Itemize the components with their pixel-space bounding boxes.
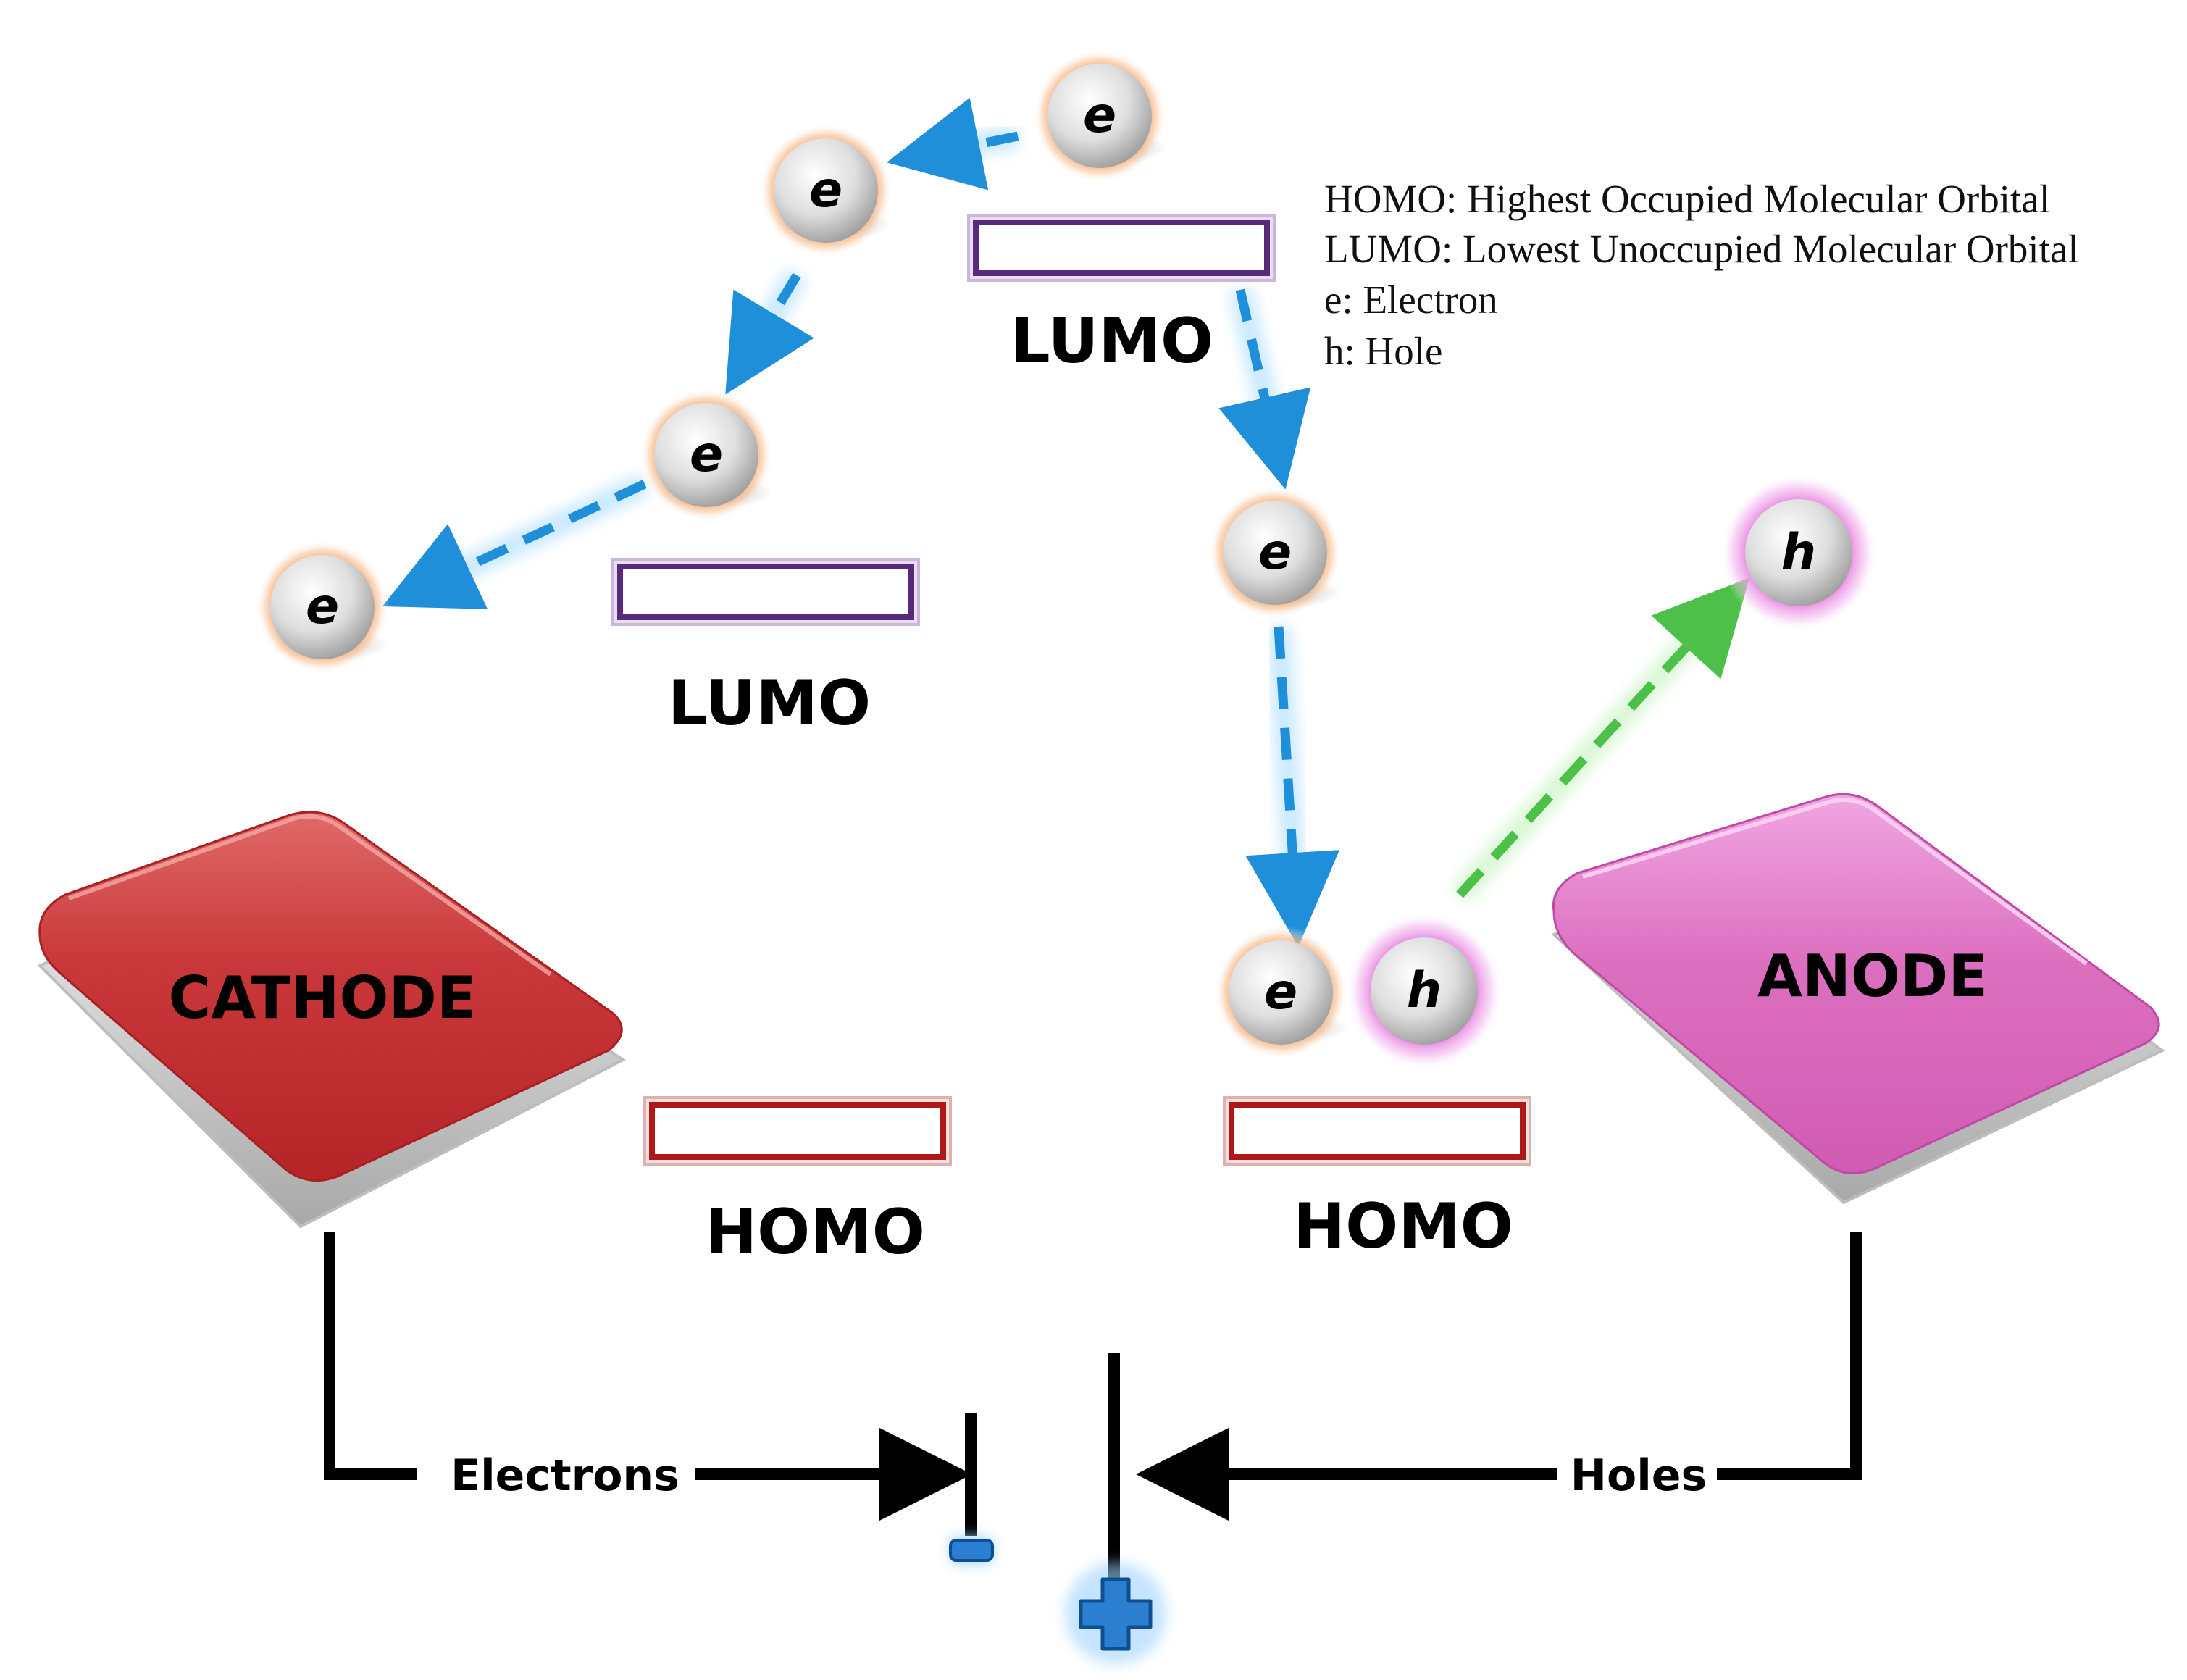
minus-terminal-icon (949, 1537, 994, 1563)
electron-flow-arrows (382, 97, 1340, 947)
lumo-left-label: LUMO (668, 667, 871, 740)
electron-symbol: e (1258, 524, 1292, 581)
legend: HOMO: Highest Occupied Molecular Orbital… (1324, 177, 2079, 373)
legend-homo: HOMO: Highest Occupied Molecular Orbital (1324, 177, 2050, 221)
cathode-label: CATHODE (169, 964, 477, 1032)
lumo-level-top (967, 214, 1276, 282)
electron-symbol: e (690, 426, 723, 483)
plus-terminal-icon (1065, 1563, 1166, 1664)
hole-particle-1: h (1346, 913, 1502, 1069)
hole-symbol: h (1407, 962, 1442, 1019)
external-circuit: Electrons Holes (324, 1232, 1862, 1664)
homo-level-left (643, 1096, 952, 1166)
electron-arrow-5 (1245, 625, 1340, 947)
anode-electrode: ANODE (1551, 793, 2165, 1205)
anode-wire (1717, 1232, 1862, 1480)
cathode-electrode: CATHODE (37, 811, 626, 1229)
legend-hole: h: Hole (1324, 329, 1442, 373)
anode-label: ANODE (1757, 943, 1988, 1010)
electron-symbol: e (1083, 87, 1116, 144)
electron-particle-4: e (256, 540, 389, 674)
legend-electron: e: Electron (1324, 277, 1498, 322)
electron-particle-2: e (759, 124, 892, 257)
electron-arrow-3 (382, 472, 651, 609)
electrons-label: Electrons (451, 1450, 679, 1501)
electron-arrow-4 (1218, 287, 1311, 490)
electron-symbol: e (809, 162, 842, 219)
legend-lumo: LUMO: Lowest Unoccupied Molecular Orbita… (1324, 227, 2079, 271)
homo-level-right (1223, 1096, 1531, 1166)
lumo-level-left (611, 558, 920, 626)
homo-right-label: HOMO (1293, 1190, 1513, 1263)
cathode-wire (324, 1232, 417, 1480)
electron-particle-3: e (640, 388, 773, 522)
electron-arrow-1 (887, 97, 1021, 191)
electron-particle-6: e (1214, 926, 1347, 1059)
lumo-top-label: LUMO (1011, 305, 1213, 377)
hole-flow-arrow (1450, 577, 1750, 903)
electron-particle-5: e (1208, 486, 1342, 619)
electron-symbol: e (306, 578, 339, 635)
hole-particle-2: h (1720, 475, 1877, 631)
homo-left-label: HOMO (705, 1196, 925, 1269)
electron-particle-1: e (1033, 49, 1166, 183)
hole-symbol: h (1781, 524, 1816, 581)
electron-arrow-2 (725, 269, 814, 395)
electron-symbol: e (1264, 964, 1297, 1021)
holes-label: Holes (1571, 1450, 1707, 1501)
